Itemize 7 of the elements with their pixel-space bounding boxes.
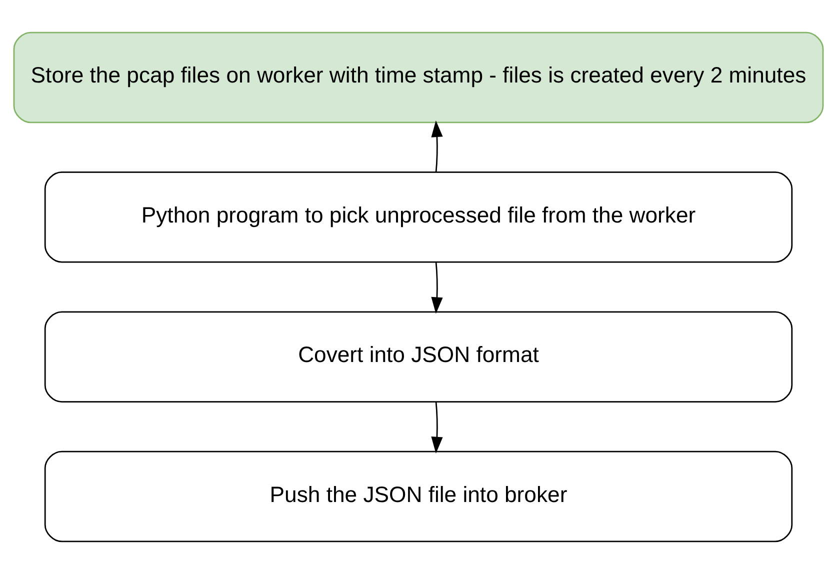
arrow (431, 262, 443, 314)
node-box: Python program to pick unprocessed file from the worker (44, 171, 793, 262)
node-box: Store the pcap files on worker with time stamp - files is created every 2 minutes (13, 31, 824, 123)
arrow (431, 401, 443, 453)
node-box: Covert into JSON format (44, 310, 793, 402)
arrow (431, 120, 443, 172)
node-box: Push the JSON file into broker (44, 450, 793, 542)
